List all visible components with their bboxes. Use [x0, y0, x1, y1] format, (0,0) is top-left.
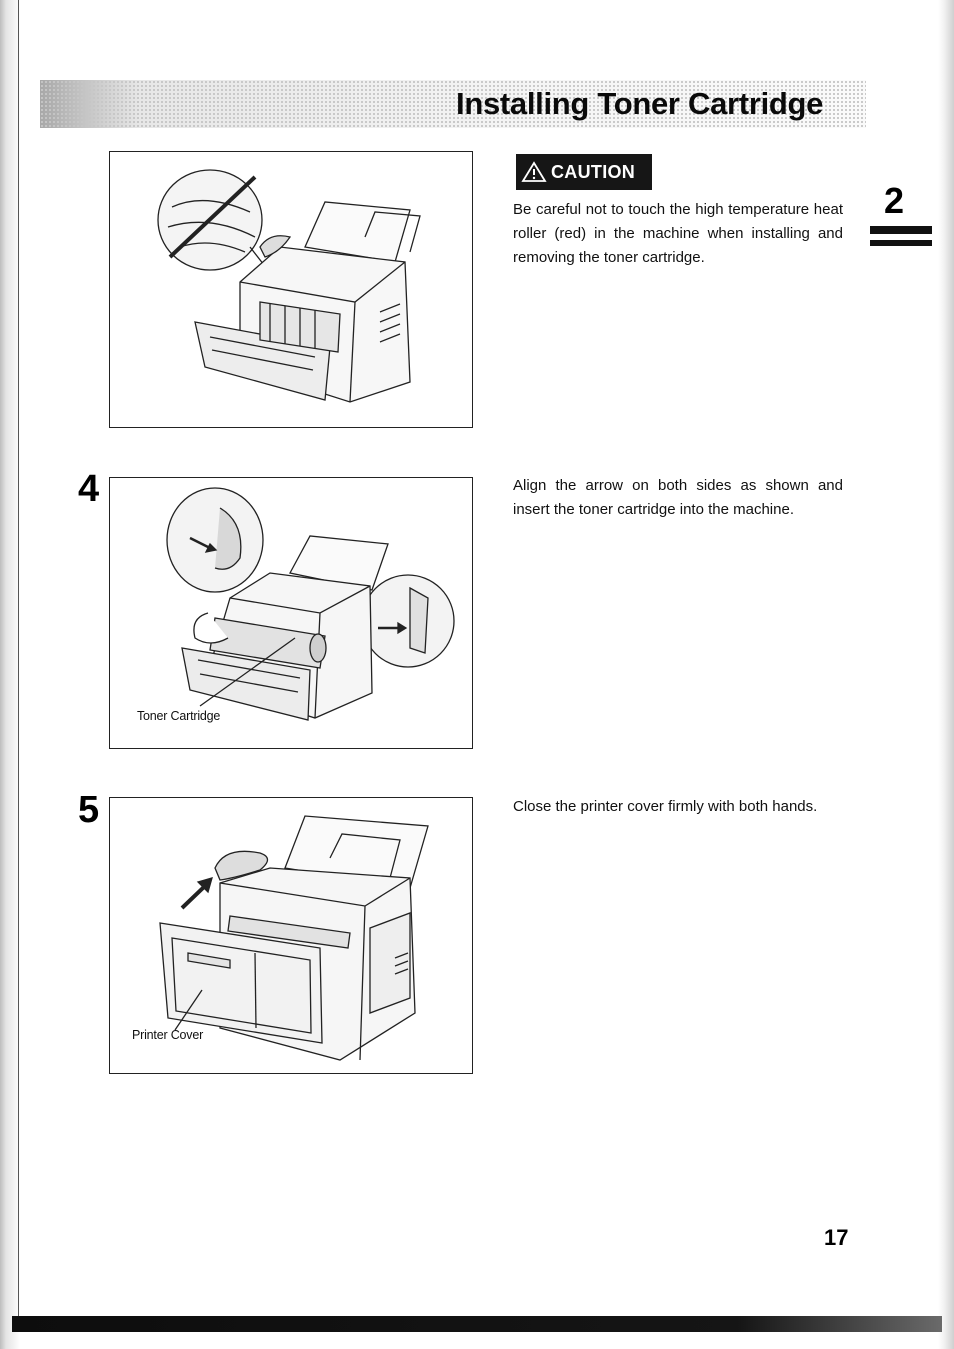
caution-badge: CAUTION — [516, 154, 652, 190]
step-5-number: 5 — [78, 789, 100, 831]
page-title: Installing Toner Cartridge — [456, 86, 824, 121]
close-cover-illustration — [159, 815, 429, 1061]
chapter-bar-top — [870, 226, 932, 234]
chapter-bar-bottom — [870, 240, 932, 246]
cartridge-insert-illustration — [166, 487, 455, 721]
step-5-text: Close the printer cover firmly with both… — [513, 798, 818, 815]
printer-open-illustration — [157, 169, 421, 403]
caution-text: Be careful not to touch the high tempera… — [513, 201, 843, 266]
step-4-text: Align the arrow on both sides as shown a… — [513, 477, 843, 518]
figure-insert-cartridge: Toner Cartridge — [109, 477, 473, 749]
toner-cartridge-label: Toner Cartridge — [137, 709, 221, 723]
title-band — [40, 80, 866, 128]
right-page-edge — [938, 0, 954, 1349]
bottom-band — [12, 1316, 942, 1332]
step-4-number: 4 — [78, 468, 100, 510]
warning-triangle-icon — [521, 161, 547, 182]
figure-heat-roller — [109, 151, 473, 428]
caution-label: CAUTION — [551, 161, 636, 182]
printer-cover-label: Printer Cover — [132, 1028, 204, 1042]
page-number: 17 — [824, 1225, 849, 1250]
chapter-number: 2 — [884, 180, 905, 221]
left-page-edge — [0, 0, 22, 1349]
figure-close-cover: Printer Cover — [109, 797, 473, 1074]
